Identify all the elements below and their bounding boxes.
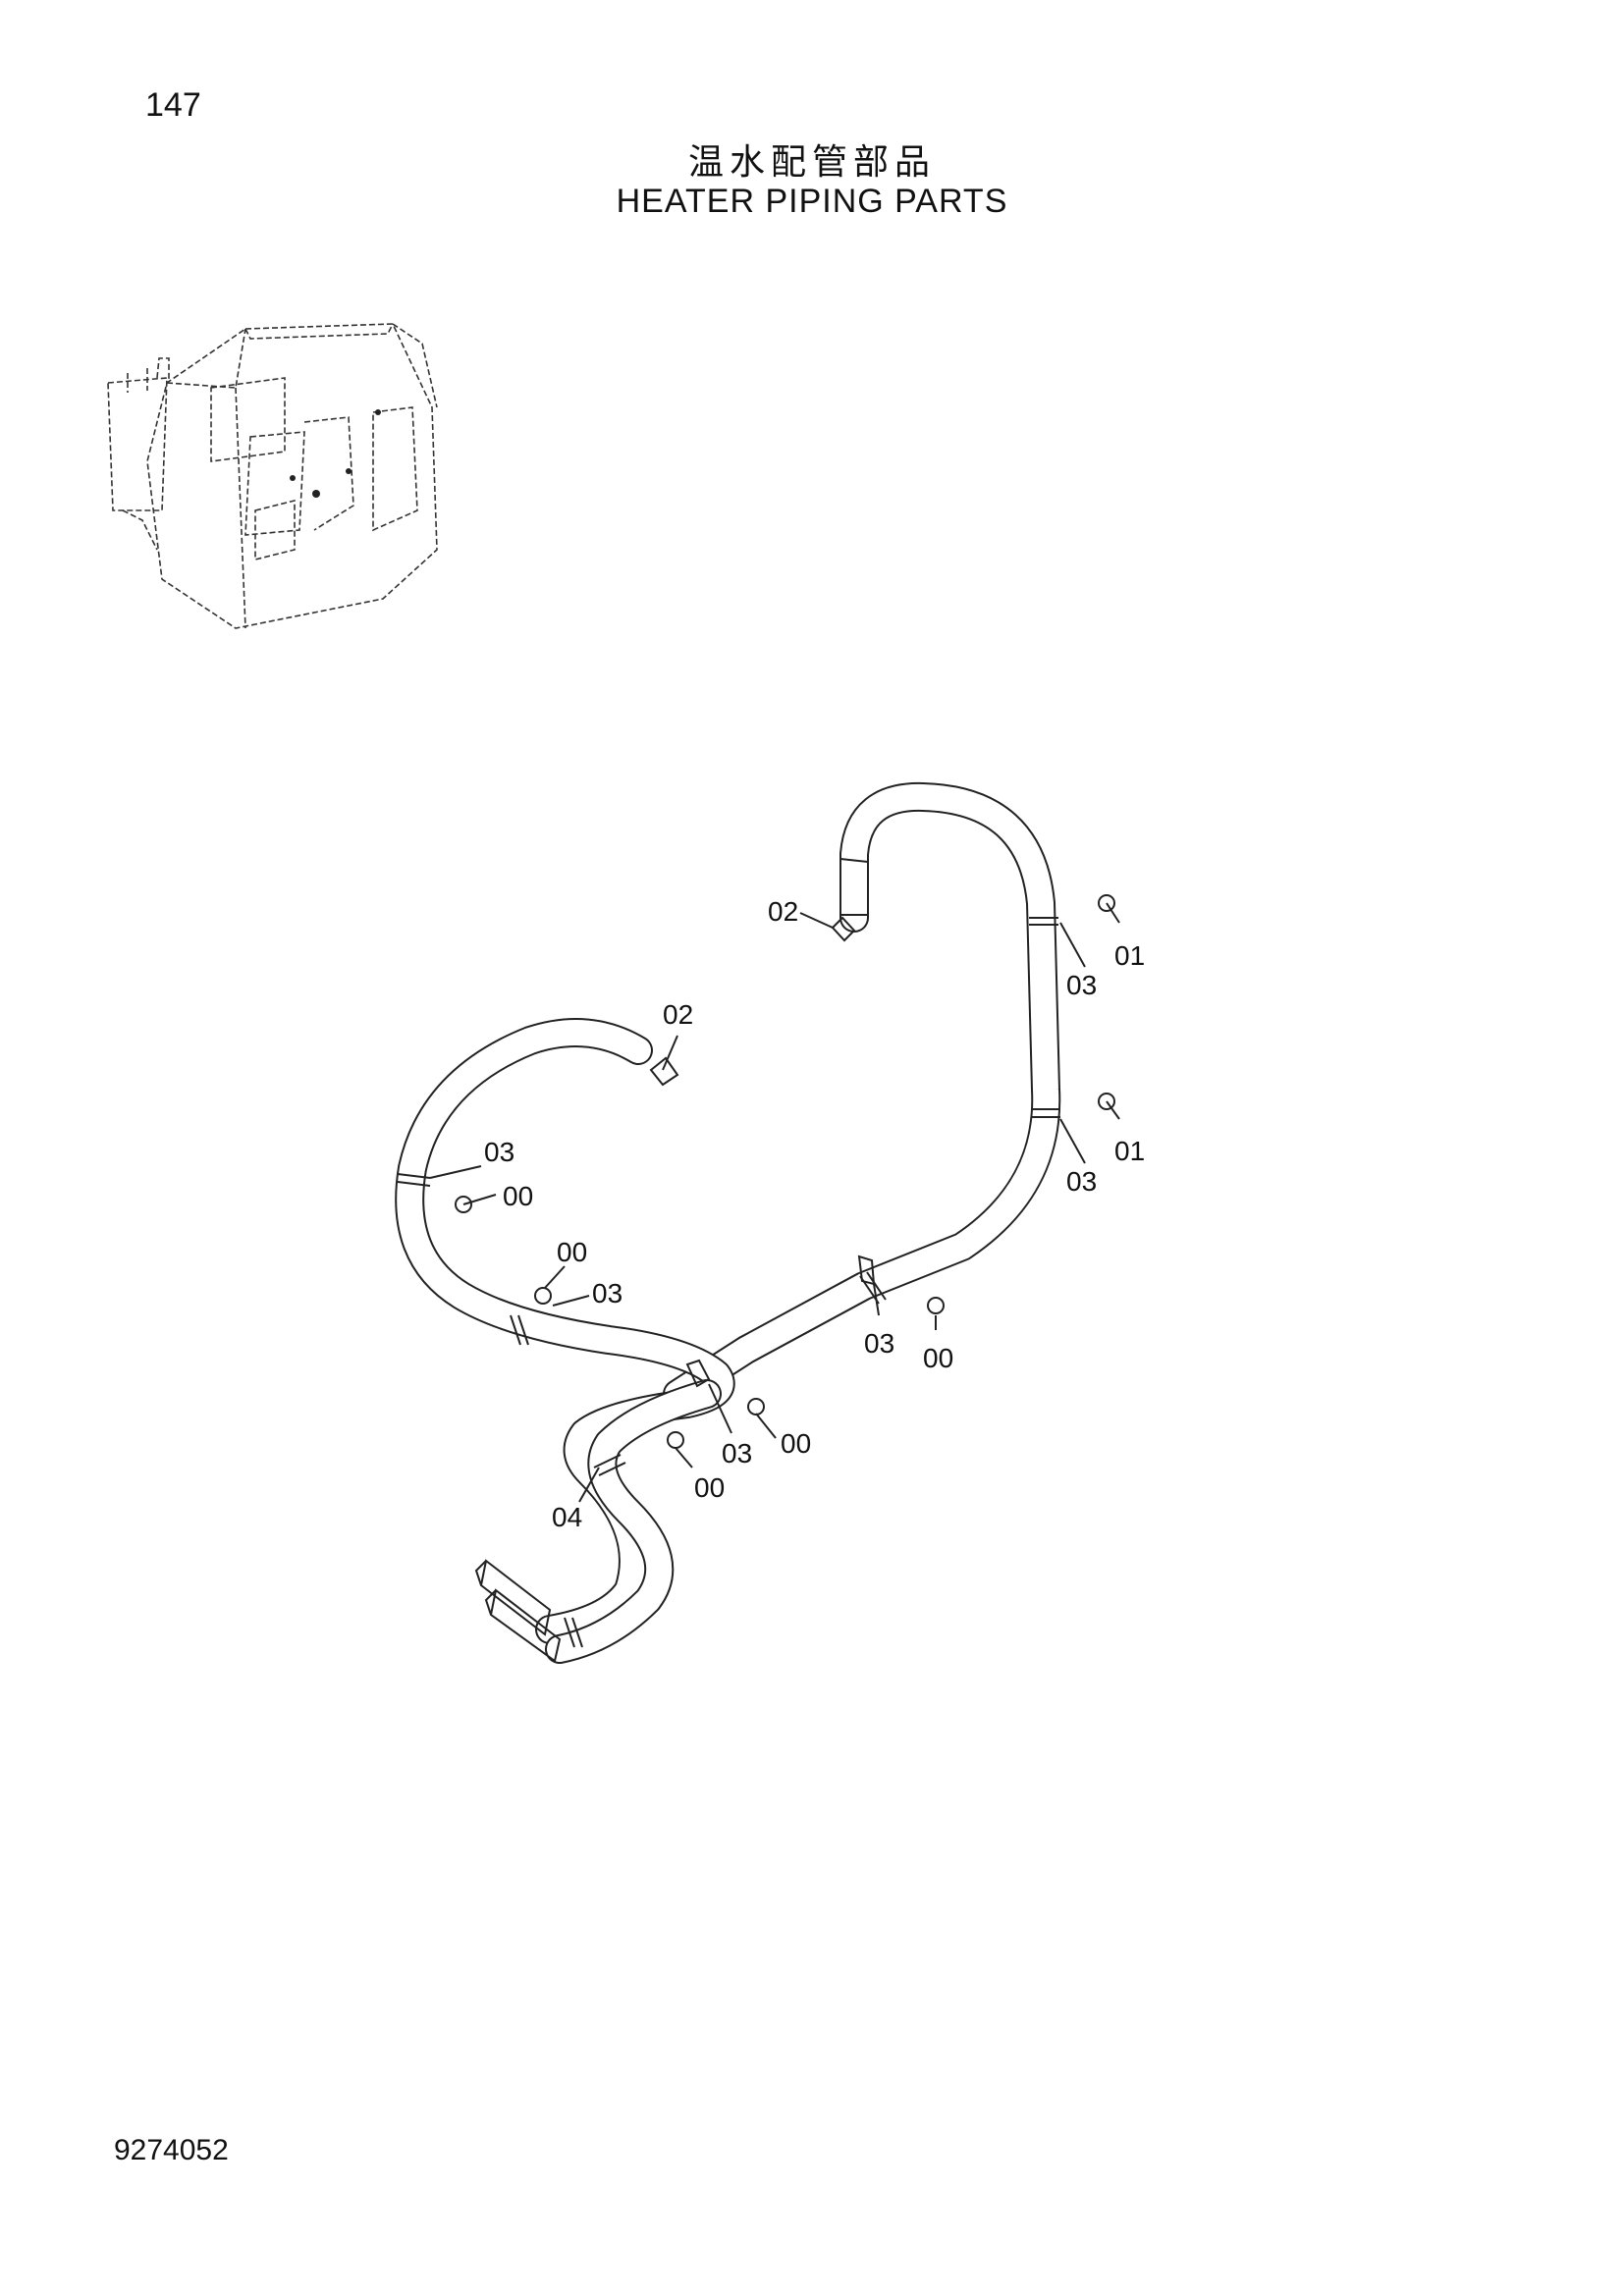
- callout-03-center: 03: [592, 1278, 623, 1308]
- callout-01-top: 01: [1114, 940, 1145, 971]
- callout-00-right: 00: [923, 1343, 953, 1373]
- bolt-01-top: [1098, 894, 1115, 912]
- callout-03-left: 03: [484, 1137, 514, 1167]
- title-english: HEATER PIPING PARTS: [616, 183, 1008, 220]
- callout-00-lower: 00: [781, 1428, 811, 1459]
- leader-lines: [429, 902, 1120, 1503]
- page-number: 147: [145, 86, 201, 124]
- callout-03-right: 03: [864, 1328, 894, 1359]
- clip-03-lower: [685, 1359, 711, 1388]
- callout-labels: 02 01 03 02 01 03 03 00 00 03 03 00 00 0…: [484, 896, 1145, 1532]
- cab-locator-illustration: [107, 323, 438, 629]
- callout-02-left: 02: [663, 999, 693, 1030]
- callout-00-center: 00: [557, 1237, 587, 1267]
- bolt-00-right: [927, 1297, 945, 1314]
- callout-03-top: 03: [1066, 970, 1097, 1000]
- bolt-00-lower: [747, 1398, 765, 1415]
- hose-end-fittings: [474, 1559, 562, 1663]
- callout-02-top: 02: [768, 896, 798, 927]
- drawing-number: 9274052: [114, 2134, 229, 2166]
- bolt-00-center: [534, 1287, 552, 1305]
- callout-03-lower: 03: [722, 1438, 752, 1468]
- callout-00-left: 00: [503, 1181, 533, 1211]
- hose-right: [663, 781, 1061, 1409]
- hose-left: [395, 1018, 735, 1644]
- bolt-00-bottom: [667, 1431, 684, 1449]
- hose-fitting-02-left: [649, 1056, 679, 1087]
- bolt-00-left: [455, 1196, 472, 1213]
- title-japanese: 温水配管部品: [687, 142, 936, 183]
- callout-00-bottom: 00: [694, 1472, 725, 1503]
- callout-01-mid: 01: [1114, 1136, 1145, 1166]
- hose-lower: [545, 1379, 722, 1664]
- callout-03-mid: 03: [1066, 1166, 1097, 1197]
- bolts: [455, 894, 1115, 1449]
- hose-fitting-02-top: [831, 916, 856, 942]
- callout-04: 04: [552, 1502, 582, 1532]
- bolt-01-mid: [1098, 1093, 1115, 1110]
